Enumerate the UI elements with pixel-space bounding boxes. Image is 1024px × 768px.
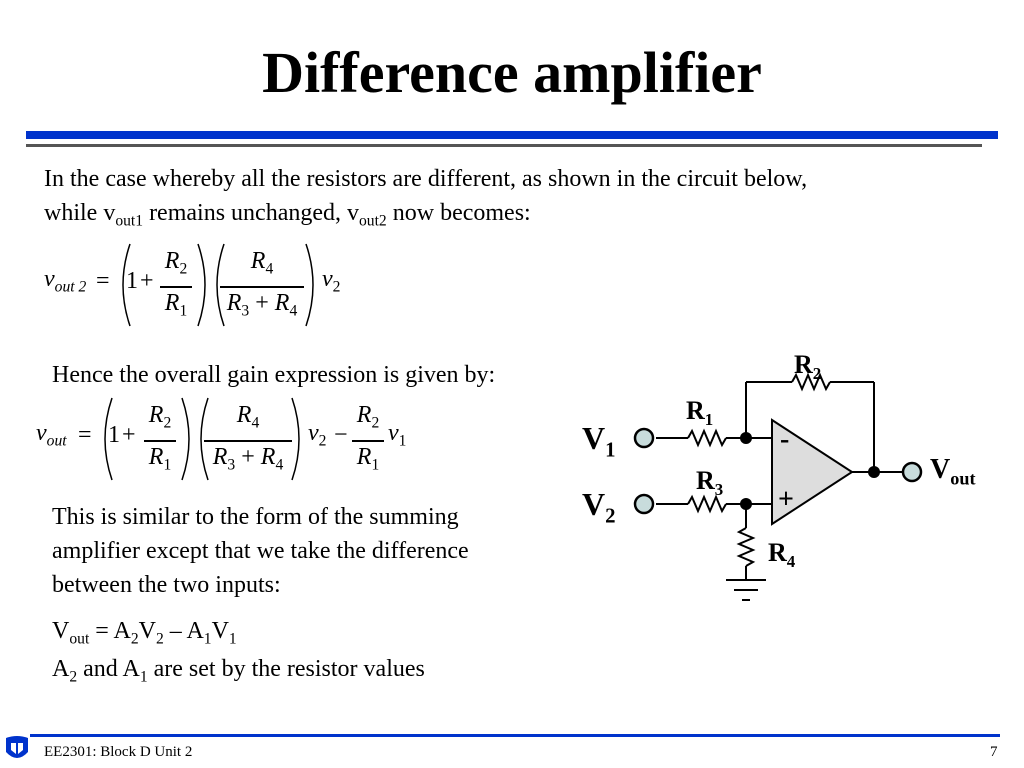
university-logo-icon bbox=[6, 736, 28, 758]
similar-line-1: This is similar to the form of the summi… bbox=[52, 504, 459, 530]
footer-rule bbox=[30, 734, 1000, 737]
node-noninverting bbox=[740, 498, 752, 510]
opamp-minus-sign: - bbox=[780, 424, 790, 455]
gain-intro-text: Hence the overall gain expression is giv… bbox=[52, 362, 496, 388]
page-title: Difference amplifier bbox=[262, 40, 762, 105]
equation-vout2: vout 2 = 1 + R2 R1 R4 R3 + R4 v2 bbox=[40, 240, 370, 330]
intro-line-2: while vout1 remains unchanged, vout2 now… bbox=[44, 200, 531, 230]
title-rule-blue bbox=[26, 131, 998, 139]
resistor-r2 bbox=[791, 372, 831, 392]
resistor-r4 bbox=[736, 527, 756, 567]
node-inverting bbox=[740, 432, 752, 444]
a-values-line: A2 and A1 are set by the resistor values bbox=[52, 656, 425, 686]
label-r2: R2 bbox=[794, 350, 822, 383]
node-output bbox=[868, 466, 880, 478]
intro-line-1: In the case whereby all the resistors ar… bbox=[44, 166, 808, 192]
label-v1: V1 bbox=[582, 420, 616, 462]
left-paren-1 bbox=[122, 243, 131, 327]
label-vout: Vout bbox=[930, 454, 976, 489]
similar-line-2: amplifier except that we take the differ… bbox=[52, 538, 469, 564]
label-r3: R3 bbox=[696, 466, 724, 499]
vout-relation: Vout = A2V2 – A1V1 bbox=[52, 618, 237, 648]
resistor-r1 bbox=[687, 428, 727, 448]
page-number: 7 bbox=[990, 744, 998, 760]
terminal-v2 bbox=[633, 493, 655, 515]
equation-vout: vout = 1 + R2 R1 R4 R3 + R4 v2 − R2 R1 v… bbox=[32, 394, 432, 484]
resistor-r3 bbox=[687, 494, 727, 514]
terminal-v1 bbox=[633, 427, 655, 449]
footer-course: EE2301: Block D Unit 2 bbox=[44, 744, 193, 760]
terminal-vout bbox=[901, 461, 923, 483]
label-v2: V2 bbox=[582, 486, 616, 528]
similar-line-3: between the two inputs: bbox=[52, 572, 281, 598]
title-rule-grey bbox=[26, 144, 982, 147]
label-r4: R4 bbox=[768, 538, 796, 571]
difference-amplifier-circuit bbox=[633, 372, 923, 601]
label-r1: R1 bbox=[686, 396, 714, 429]
opamp-plus-sign: + bbox=[778, 484, 794, 515]
op-amp-symbol bbox=[771, 418, 854, 526]
